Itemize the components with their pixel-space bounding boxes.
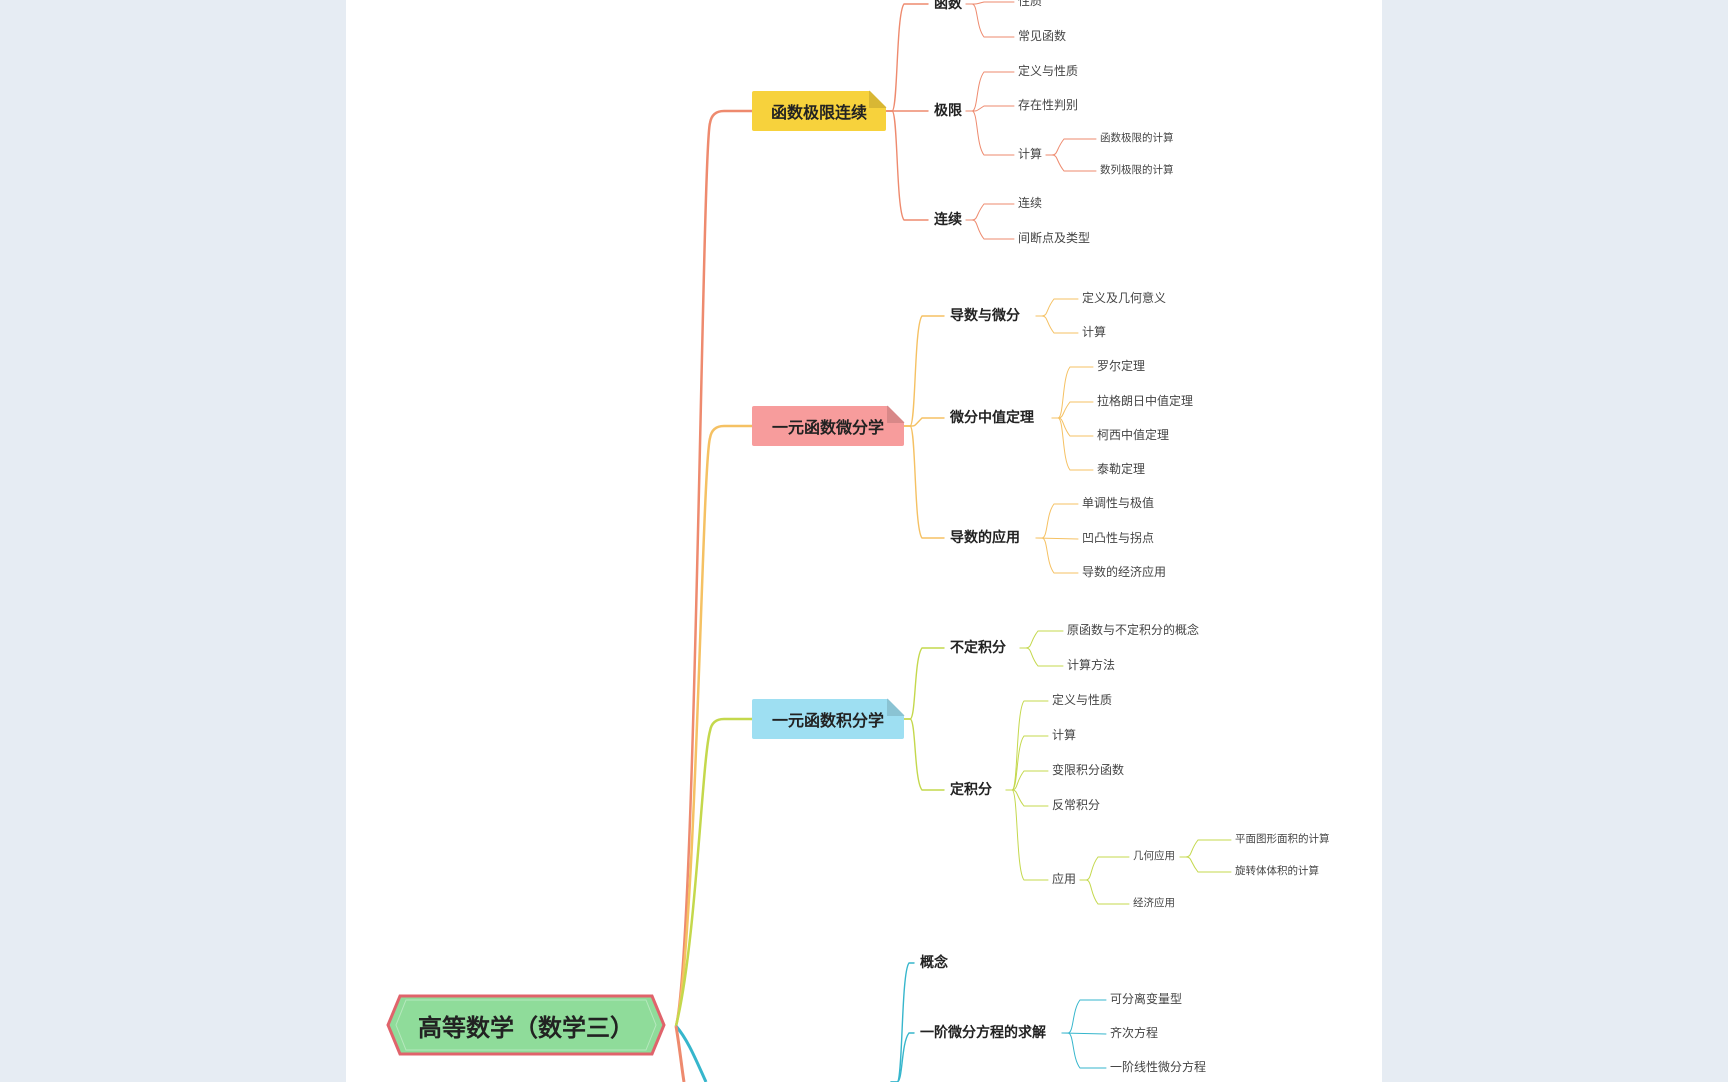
subtopic-monotonicity[interactable]: 单调性与极值 (1082, 496, 1155, 510)
topic-ode-concept[interactable]: 概念 (920, 955, 948, 971)
leaf-plane-area[interactable]: 平面图形面积的计算 (1235, 833, 1330, 845)
connector-line (1035, 537, 1079, 574)
fold-corner-icon (869, 90, 887, 108)
subtopic-first-order-linear[interactable]: 一阶线性微分方程 (1110, 1060, 1207, 1074)
subtopic-existence[interactable]: 存在性判别 (1018, 98, 1079, 112)
connector-line (1051, 417, 1094, 437)
subtopic-calculation[interactable]: 计算 (1018, 147, 1043, 161)
branch-connector-line (674, 717, 752, 1027)
subtopic-rolle[interactable]: 罗尔定理 (1097, 359, 1146, 373)
mindmap-canvas: 高等数学（数学三） 函数极限连续 函数 性质 常见函数 极限 定义与性质 存在性… (346, 0, 1382, 1082)
connector-line (1179, 839, 1232, 858)
connector-line (965, 110, 1015, 156)
connector-line (1035, 315, 1079, 334)
subtopic-definition-properties[interactable]: 定义与性质 (1018, 64, 1079, 78)
connector-line (965, 71, 1015, 112)
subtopic-separable[interactable]: 可分离变量型 (1110, 992, 1183, 1006)
connector-line (890, 1032, 915, 1082)
connector-line (1051, 401, 1094, 419)
connector-line (903, 425, 945, 539)
topic-first-order-ode[interactable]: 一阶微分方程的求解 (920, 1025, 1046, 1041)
branch-label: 一元函数微分学 (771, 418, 884, 437)
topic-derivative-applications[interactable]: 导数的应用 (950, 530, 1020, 546)
subtopic-derivative-calc[interactable]: 计算 (1082, 325, 1107, 339)
connector-line (965, 203, 1015, 221)
branch-connector-line (674, 1025, 708, 1082)
topic-limits[interactable]: 极限 (934, 103, 962, 119)
subtopic-economic-application[interactable]: 导数的经济应用 (1082, 565, 1167, 579)
topic-derivative-differential[interactable]: 导数与微分 (950, 308, 1020, 324)
topic-mean-value-theorems[interactable]: 微分中值定理 (950, 410, 1034, 426)
subtopic-common-functions[interactable]: 常见函数 (1018, 29, 1067, 43)
subtopic-homogeneous[interactable]: 齐次方程 (1110, 1026, 1159, 1040)
branch-connector-line (674, 424, 752, 1027)
topic-functions[interactable]: 函数 (934, 0, 962, 12)
subtopic-definite-definition[interactable]: 定义与性质 (1052, 693, 1113, 707)
subtopic-discontinuity[interactable]: 间断点及类型 (1018, 231, 1091, 245)
branch-connector-line (674, 1025, 686, 1082)
connector-line (885, 3, 929, 112)
connector-line (1179, 856, 1232, 873)
root-shape (386, 994, 666, 1056)
subtopic-concavity[interactable]: 凹凸性与拐点 (1082, 531, 1155, 545)
connector-line (903, 417, 945, 427)
connector-line (965, 219, 1015, 240)
subtopic-properties[interactable]: 性质 (1018, 0, 1043, 8)
connector-line (1019, 647, 1064, 667)
topic-indefinite-integral[interactable]: 不定积分 (950, 640, 1006, 656)
connector-line (1045, 154, 1097, 172)
fold-corner-icon (887, 405, 905, 423)
branch-differential-calculus[interactable]: 一元函数微分学 (752, 405, 905, 446)
subtopic-variable-limit[interactable]: 变限积分函数 (1052, 763, 1125, 777)
connector-line (1045, 138, 1097, 156)
branch-functions-limits-continuity[interactable]: 函数极限连续 (752, 90, 887, 131)
leaf-sequence-limit-calc[interactable]: 数列极限的计算 (1100, 164, 1174, 176)
connector-line (1061, 999, 1107, 1034)
connector-line (1035, 503, 1079, 539)
root-label: 高等数学（数学三） (418, 1013, 634, 1042)
subtopic-antiderivative-concept[interactable]: 原函数与不定积分的概念 (1067, 623, 1200, 637)
branch-integral-calculus[interactable]: 一元函数积分学 (752, 698, 905, 739)
connector-line (965, 3, 1015, 38)
leaf-economic-integral-application[interactable]: 经济应用 (1133, 897, 1175, 909)
connector-line (1079, 856, 1130, 881)
connector-line (1051, 417, 1094, 471)
connector-line (1035, 298, 1079, 317)
connector-line (903, 647, 945, 720)
fold-corner-icon (887, 698, 905, 716)
connector-line (1079, 879, 1130, 905)
subtopic-integral-applications[interactable]: 应用 (1052, 872, 1077, 886)
subtopic-lagrange[interactable]: 拉格朗日中值定理 (1097, 394, 1194, 408)
branch-label: 一元函数积分学 (771, 711, 884, 730)
subtopic-improper-integral[interactable]: 反常积分 (1052, 798, 1101, 812)
topic-definite-integral[interactable]: 定积分 (950, 782, 992, 798)
connector-line (1019, 630, 1064, 649)
connector-line (903, 718, 945, 791)
connector-line (1061, 1032, 1107, 1069)
subtopic-definite-calc[interactable]: 计算 (1052, 728, 1077, 742)
subtopic-taylor[interactable]: 泰勒定理 (1097, 462, 1146, 476)
topic-continuity[interactable]: 连续 (934, 212, 962, 228)
subtopic-calc-methods[interactable]: 计算方法 (1067, 658, 1116, 672)
leaf-geometric-application[interactable]: 几何应用 (1133, 850, 1175, 862)
subtopic-continuity[interactable]: 连续 (1018, 196, 1043, 210)
connector-line (965, 1, 1015, 5)
branch-label: 函数极限连续 (770, 103, 867, 122)
subtopic-cauchy[interactable]: 柯西中值定理 (1097, 428, 1170, 442)
connector-line (903, 315, 945, 427)
connector-lines (674, 1, 1232, 1082)
branch-connector-line (674, 109, 752, 1027)
leaf-function-limit-calc[interactable]: 函数极限的计算 (1100, 132, 1174, 144)
subtopic-geometric-meaning[interactable]: 定义及几何意义 (1082, 291, 1167, 305)
root-node[interactable]: 高等数学（数学三） (386, 992, 666, 1058)
connector-line (885, 110, 929, 221)
connector-line (1005, 770, 1049, 791)
connector-line (1005, 735, 1049, 791)
connector-line (1005, 789, 1049, 807)
leaf-solid-volume[interactable]: 旋转体体积的计算 (1235, 865, 1319, 877)
connector-line (1005, 700, 1049, 791)
connector-line (1051, 366, 1094, 419)
connector-line (1005, 789, 1049, 881)
